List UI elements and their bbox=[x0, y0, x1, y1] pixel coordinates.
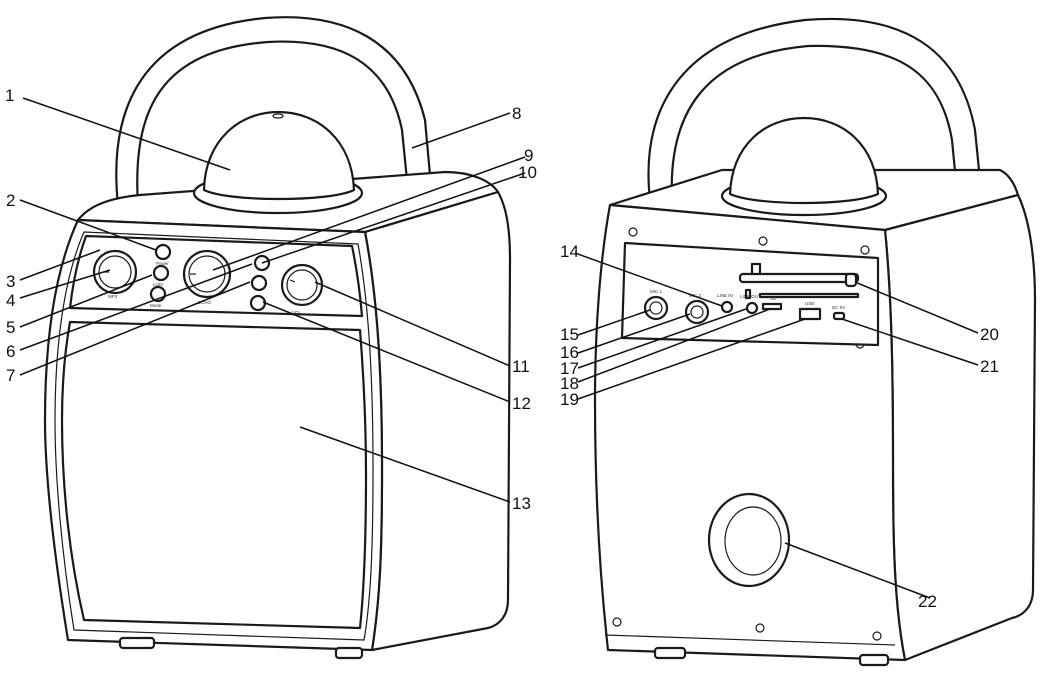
front-grille bbox=[60, 320, 368, 630]
leader-1 bbox=[22, 97, 231, 171]
rear-foot-right bbox=[858, 653, 890, 667]
callout-16: 16 bbox=[560, 343, 579, 362]
next-button[interactable] bbox=[249, 294, 267, 312]
front-right-face bbox=[363, 190, 512, 652]
leader-8 bbox=[411, 112, 511, 149]
leader-12 bbox=[262, 301, 511, 403]
mic-volume-knob[interactable] bbox=[280, 263, 324, 307]
leader-18 bbox=[577, 308, 771, 383]
rear-label-dc: DC 5V bbox=[832, 305, 845, 310]
leader-21 bbox=[841, 318, 979, 366]
leader-20 bbox=[854, 281, 979, 334]
panel-label-light: Light bbox=[153, 282, 164, 287]
panel-label-mp3: MP3 bbox=[108, 294, 118, 299]
callout-7: 7 bbox=[6, 366, 15, 385]
callout-numbers: 1 2 3 4 5 6 7 8 9 10 11 12 13 14 15 16 1… bbox=[5, 86, 999, 611]
leader-lines bbox=[19, 97, 979, 599]
rear-screw bbox=[872, 631, 882, 641]
light-button[interactable] bbox=[152, 264, 170, 282]
rear-screw bbox=[628, 227, 638, 237]
callout-21: 21 bbox=[980, 357, 999, 376]
front-speaker: Power Light Mode MP3 ECHO VOL bbox=[43, 16, 512, 660]
callout-12: 12 bbox=[512, 394, 531, 413]
callout-3: 3 bbox=[6, 272, 15, 291]
callout-8: 8 bbox=[512, 104, 521, 123]
front-dome bbox=[202, 110, 356, 201]
leader-11 bbox=[314, 281, 511, 367]
leader-22 bbox=[784, 542, 931, 599]
mic1-jack[interactable] bbox=[643, 295, 669, 321]
rear-screw bbox=[612, 617, 622, 627]
dc-5v-port[interactable] bbox=[832, 311, 846, 321]
line-out-jack[interactable] bbox=[745, 301, 759, 315]
rear-label-usb: USB bbox=[805, 301, 814, 306]
front-foot-left bbox=[118, 636, 156, 650]
leader-14 bbox=[574, 252, 723, 307]
callout-9: 9 bbox=[524, 146, 533, 165]
rear-speaker: MIC 1 MIC 2 LINE IN LINE OUT SD USB DC 5… bbox=[593, 17, 1037, 667]
callout-18: 18 bbox=[560, 374, 579, 393]
callout-17: 17 bbox=[560, 359, 579, 378]
mp3-volume-knob[interactable] bbox=[92, 249, 138, 295]
leader-9 bbox=[212, 156, 526, 271]
callout-4: 4 bbox=[6, 291, 15, 310]
rear-screw bbox=[860, 245, 870, 255]
leader-2 bbox=[19, 199, 157, 251]
callout-2: 2 bbox=[6, 191, 15, 210]
rear-bottom-edge bbox=[604, 634, 896, 646]
callout-10: 10 bbox=[518, 163, 537, 182]
callout-1: 1 bbox=[5, 86, 14, 105]
callout-19: 19 bbox=[560, 390, 579, 409]
leader-6 bbox=[19, 263, 253, 351]
rear-foot-left bbox=[653, 646, 687, 660]
panel-label-power: Power bbox=[156, 261, 169, 266]
leader-17 bbox=[577, 308, 747, 369]
callout-14: 14 bbox=[560, 242, 579, 261]
leader-16 bbox=[577, 313, 691, 354]
leader-7 bbox=[19, 281, 251, 376]
rear-label-line-in: LINE IN bbox=[717, 293, 733, 298]
front-dome-sensor bbox=[272, 113, 284, 119]
rear-screw bbox=[755, 623, 765, 633]
rear-label-sd: SD bbox=[770, 296, 777, 301]
callout-5: 5 bbox=[6, 318, 15, 337]
front-inner-frame bbox=[54, 231, 374, 641]
leader-19 bbox=[577, 318, 806, 400]
callout-15: 15 bbox=[560, 325, 579, 344]
rear-label-mic2: MIC 2 bbox=[689, 293, 701, 298]
leader-15 bbox=[577, 309, 651, 336]
line-in-jack[interactable] bbox=[720, 300, 734, 314]
panel-label-mode: Mode bbox=[150, 303, 162, 308]
leader-5 bbox=[19, 274, 153, 328]
sd-card-slot[interactable] bbox=[761, 302, 783, 311]
leader-13 bbox=[299, 426, 511, 503]
front-foot-right bbox=[334, 646, 364, 660]
callout-6: 6 bbox=[6, 342, 15, 361]
rear-dome bbox=[728, 116, 880, 205]
rear-label-line-out: LINE OUT bbox=[740, 294, 761, 299]
leader-4 bbox=[19, 269, 111, 299]
panel-label-echo: ECHO bbox=[198, 300, 212, 305]
usb-port[interactable] bbox=[798, 307, 822, 321]
rear-screw bbox=[758, 236, 768, 246]
callout-22: 22 bbox=[918, 592, 937, 611]
bass-reflex-port bbox=[707, 492, 791, 588]
prev-button[interactable] bbox=[250, 274, 268, 292]
rear-label-mic1: MIC 1 bbox=[650, 289, 662, 294]
callout-13: 13 bbox=[512, 494, 531, 513]
antenna bbox=[738, 262, 860, 300]
power-button[interactable] bbox=[154, 243, 172, 261]
leader-10 bbox=[261, 172, 526, 264]
panel-label-vol: VOL bbox=[292, 310, 302, 315]
callout-11: 11 bbox=[512, 357, 530, 376]
leader-3 bbox=[19, 249, 101, 281]
callout-20: 20 bbox=[980, 325, 999, 344]
mic2-jack[interactable] bbox=[684, 299, 710, 325]
